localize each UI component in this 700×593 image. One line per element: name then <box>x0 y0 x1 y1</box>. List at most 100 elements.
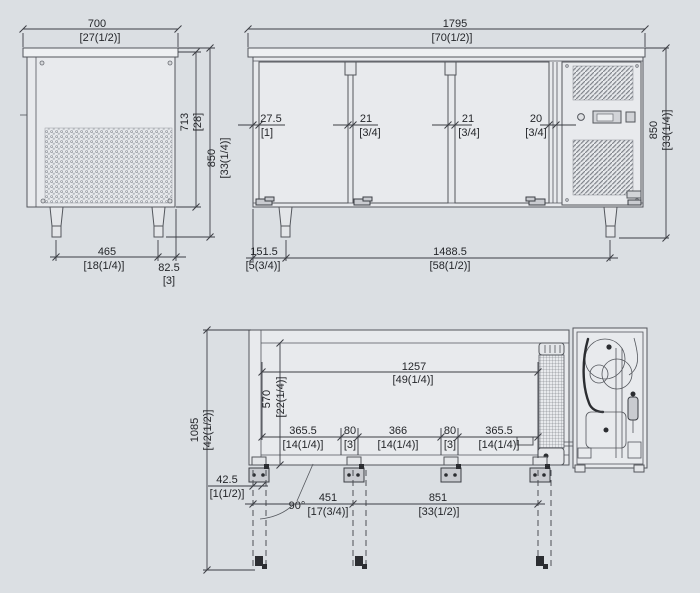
compressor-base <box>585 411 627 449</box>
dim-plan-bodydepth-mm: 570 <box>261 390 273 408</box>
dim-plan-seg2-in: [3] <box>344 439 356 451</box>
side-worktop <box>22 47 179 58</box>
front-structure <box>247 47 646 238</box>
dim-front-endgap-mm: 27.5 <box>260 113 281 125</box>
hinge-4 <box>529 456 551 483</box>
swing-angle-arc <box>259 504 294 520</box>
machine-vent-bottom <box>572 139 634 196</box>
front-view: 1795 [70(1/2)] 27.5 [1] 21 [3/4] 21 [3/4… <box>238 18 673 272</box>
discharge-pipe <box>628 337 638 376</box>
machine-foot-right <box>633 464 645 473</box>
dim-plan-hingespan-in: [49(1/4)] <box>393 374 434 386</box>
dim-plan-seg4-in: [3] <box>444 439 456 451</box>
front-machine-panel <box>561 61 642 206</box>
dim-plan-seg1-in: [14(1/4)] <box>283 439 324 451</box>
dim-front-machinegap-mm: 20 <box>530 113 542 125</box>
machine-latch <box>626 190 642 199</box>
front-bottom-hinges <box>255 196 642 206</box>
dim-plan-hingeoffset-mm: 42.5 <box>216 474 237 486</box>
front-leg-left <box>278 206 293 238</box>
dim-plan-hingeoffset-in: [1(1/2)] <box>210 488 245 500</box>
side-screws <box>39 60 173 204</box>
pipe-joint-dot <box>606 344 612 350</box>
dim-front-height-mm: 850 <box>648 121 660 139</box>
dim-plan-depth-mm: 1085 <box>189 418 201 442</box>
dim-front-width-in: [70(1/2)] <box>432 32 473 44</box>
plan-machine-compartment <box>572 327 648 473</box>
dim-front-gap2-mm: 21 <box>462 113 474 125</box>
dim-plan-seg5-in: [14(1/4)] <box>479 439 520 451</box>
open-door-end-3 <box>536 556 544 566</box>
hinge-1 <box>248 456 270 483</box>
dim-plan-seg4-mm: 80 <box>444 425 456 437</box>
dim-front-machinegap-in: [3/4] <box>525 127 546 139</box>
dim-plan-seg3-mm: 366 <box>389 425 407 437</box>
dim-plan-pivotspan2-mm: 851 <box>429 492 447 504</box>
dim-side-width-mm: 700 <box>88 18 106 30</box>
dim-side-body-height-in: [28] <box>192 113 204 131</box>
front-gap2-top-cover <box>444 61 457 76</box>
dim-side-legspan-mm: 465 <box>98 246 116 258</box>
dim-side-legspan-in: [18(1/4)] <box>84 260 125 272</box>
dim-front-legspan-in: [58(1/2)] <box>430 260 471 272</box>
front-worktop <box>247 47 646 58</box>
dim-front-height-in: [33(1/4)] <box>661 110 673 151</box>
condenser-coil <box>538 354 565 449</box>
dim-plan-hingespan-mm: 1257 <box>402 361 426 373</box>
dim-plan-swing-angle: 90° <box>289 500 306 512</box>
machine-foot-left <box>574 464 586 473</box>
dim-plan-depth-in: [42(1/2)] <box>202 410 214 451</box>
filter-drier <box>627 396 639 421</box>
side-leg-right <box>151 206 166 238</box>
dim-front-endgap-in: [1] <box>261 127 273 139</box>
dim-side-body-height-mm: 713 <box>179 113 191 131</box>
dim-front-gap1-mm: 21 <box>360 113 372 125</box>
hinge-2 <box>343 456 365 483</box>
dim-plan-pivotspan1-mm: 451 <box>319 492 337 504</box>
dim-plan-seg3-in: [14(1/4)] <box>378 439 419 451</box>
front-gap1-top-cover <box>344 61 357 76</box>
dim-plan-seg5-mm: 365.5 <box>485 425 513 437</box>
dim-front-gap1-in: [3/4] <box>359 127 380 139</box>
swing-angle-leader <box>296 463 314 502</box>
side-view: 700 [27(1/2)] 713 [28] 850 [33(1/4)] 465… <box>19 18 231 287</box>
suction-pipe <box>582 337 605 414</box>
power-switch <box>577 113 585 121</box>
dim-plan-bodydepth-in: [22(1/4)] <box>275 377 287 418</box>
dim-front-legspan-mm: 1488.5 <box>433 246 467 258</box>
plan-hinges <box>248 456 551 483</box>
hinge-3 <box>440 456 462 483</box>
plan-body <box>248 329 570 466</box>
dim-side-width-in: [27(1/2)] <box>80 32 121 44</box>
dim-side-leginset-in: [3] <box>163 275 175 287</box>
dim-side-leginset-mm: 82.5 <box>158 262 179 274</box>
dim-plan-pivotspan2-in: [33(1/2)] <box>419 506 460 518</box>
compressor-coil-mid <box>601 358 633 390</box>
front-door-1 <box>258 61 349 204</box>
controller-screen <box>596 113 614 122</box>
dim-side-height-in: [33(1/4)] <box>219 138 231 179</box>
plan-structure <box>248 327 648 569</box>
machine-vent-top <box>572 65 634 101</box>
side-vent-perforation <box>44 127 173 204</box>
front-door-2 <box>352 61 449 204</box>
side-structure <box>20 47 179 238</box>
open-door-end-2 <box>355 556 363 566</box>
dim-front-legoffset-in: [5(3/4)] <box>246 260 281 272</box>
front-leg-right <box>603 206 618 238</box>
compressor-coil-small <box>589 364 609 384</box>
front-dimensions: 1795 [70(1/2)] 27.5 [1] 21 [3/4] 21 [3/4… <box>238 18 673 272</box>
plan-dimensions: 1085 [42(1/2)] 1257 [49(1/4)] 570 [22(1/… <box>189 326 545 574</box>
plan-view: 1085 [42(1/2)] 1257 [49(1/4)] 570 [22(1/… <box>189 326 648 574</box>
dim-side-height-mm: 850 <box>206 149 218 167</box>
side-dimensions: 700 [27(1/2)] 713 [28] 850 [33(1/4)] 465… <box>19 18 231 287</box>
dim-plan-seg2-mm: 80 <box>344 425 356 437</box>
dim-front-gap2-in: [3/4] <box>458 127 479 139</box>
dim-plan-seg1-mm: 365.5 <box>289 425 317 437</box>
dim-front-legoffset-mm: 151.5 <box>250 246 278 258</box>
side-leg-left <box>49 206 64 238</box>
front-door-3 <box>454 61 550 204</box>
plan-door-swings <box>252 470 552 569</box>
